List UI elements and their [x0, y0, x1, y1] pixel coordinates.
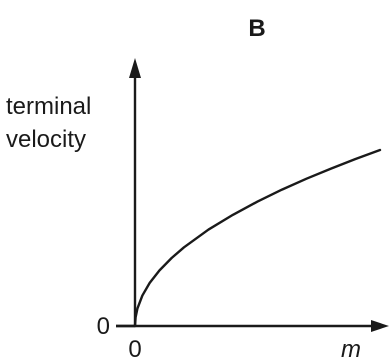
y-axis-arrowhead [129, 58, 141, 78]
terminal-velocity-curve [133, 148, 382, 328]
y-axis-label-line-1: terminal [6, 93, 91, 120]
y-axis-label-line-2: velocity [6, 126, 86, 153]
chart-title: B [248, 15, 265, 42]
x-axis-label: m [341, 336, 361, 362]
x-tick-label-0: 0 [128, 336, 141, 362]
x-axis-arrowhead [371, 320, 389, 332]
y-tick-label-0: 0 [97, 313, 110, 340]
